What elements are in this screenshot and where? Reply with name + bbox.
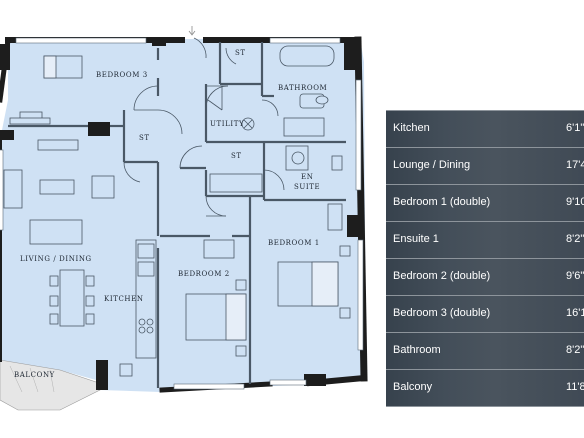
label-bedroom-1: BEDROOM 1 [268,239,320,247]
room-name: Balcony [393,381,433,393]
interior-walls [8,42,346,388]
room-dimension: 17'4 [566,159,584,171]
furniture [3,45,351,377]
label-en-suite-line-2: SUITE [294,183,320,191]
room-name: Lounge / Dining [393,159,471,171]
room-dimension: 11'8 [566,381,584,393]
room-dimension: 6'1" [566,122,584,134]
table-row: Ensuite 1 8'2" [386,222,584,259]
bath-tub [279,45,335,67]
dining-table [59,269,85,327]
label-bathroom: BATHROOM [278,84,327,92]
label-kitchen: KITCHEN [104,295,144,303]
label-st-top: ST [235,49,246,57]
sofa-main [29,219,83,245]
label-bedroom-3: BEDROOM 3 [96,71,148,79]
table-row: Lounge / Dining 17'4 [386,148,584,185]
door-swings [123,37,285,217]
armchair [91,175,115,199]
table-row: Bedroom 3 (double) 16'1 [386,296,584,333]
label-st-left: ST [139,134,150,142]
table-row: Kitchen 6'1" [386,110,584,148]
room-name: Bedroom 2 (double) [393,270,491,282]
room-dimension: 8'2" [566,233,584,245]
room-dimension: 8'2" [566,344,584,356]
label-utility: UTILITY [210,120,244,128]
label-balcony: BALCONY [14,371,55,379]
windows [0,37,364,390]
room-name: Bedroom 1 (double) [393,196,491,208]
table-row: Balcony 11'8 [386,370,584,407]
label-en-suite-line-1: EN [301,173,313,181]
room-dimension: 9'6" [566,270,584,282]
room-name: Kitchen [393,122,430,134]
label-living-dining: LIVING / DINING [20,255,92,263]
label-st-mid: ST [231,152,242,160]
room-labels: BEDROOM 3 ST BATHROOM ST UTILITY ST EN S… [14,49,327,379]
coffee-table [39,179,75,195]
table-row: Bedroom 2 (double) 9'6" [386,259,584,296]
table-row: Bathroom 8'2" [386,333,584,370]
room-dimensions-table: Kitchen 6'1" Lounge / Dining 17'4 Bedroo… [386,110,584,407]
room-name: Bathroom [393,344,441,356]
wall-blocks [0,40,361,390]
room-name: Ensuite 1 [393,233,439,245]
table-row: Bedroom 1 (double) 9'10 [386,185,584,222]
label-bedroom-2: BEDROOM 2 [178,270,230,278]
balcony-area [0,359,101,411]
floor-plan: BEDROOM 3 ST BATHROOM ST UTILITY ST EN S… [0,26,368,411]
sofa-left [3,169,23,209]
entry-arrow-icon [188,26,196,36]
room-dimension: 16'1 [566,307,584,319]
room-dimension: 9'10 [566,196,584,208]
room-name: Bedroom 3 (double) [393,307,491,319]
